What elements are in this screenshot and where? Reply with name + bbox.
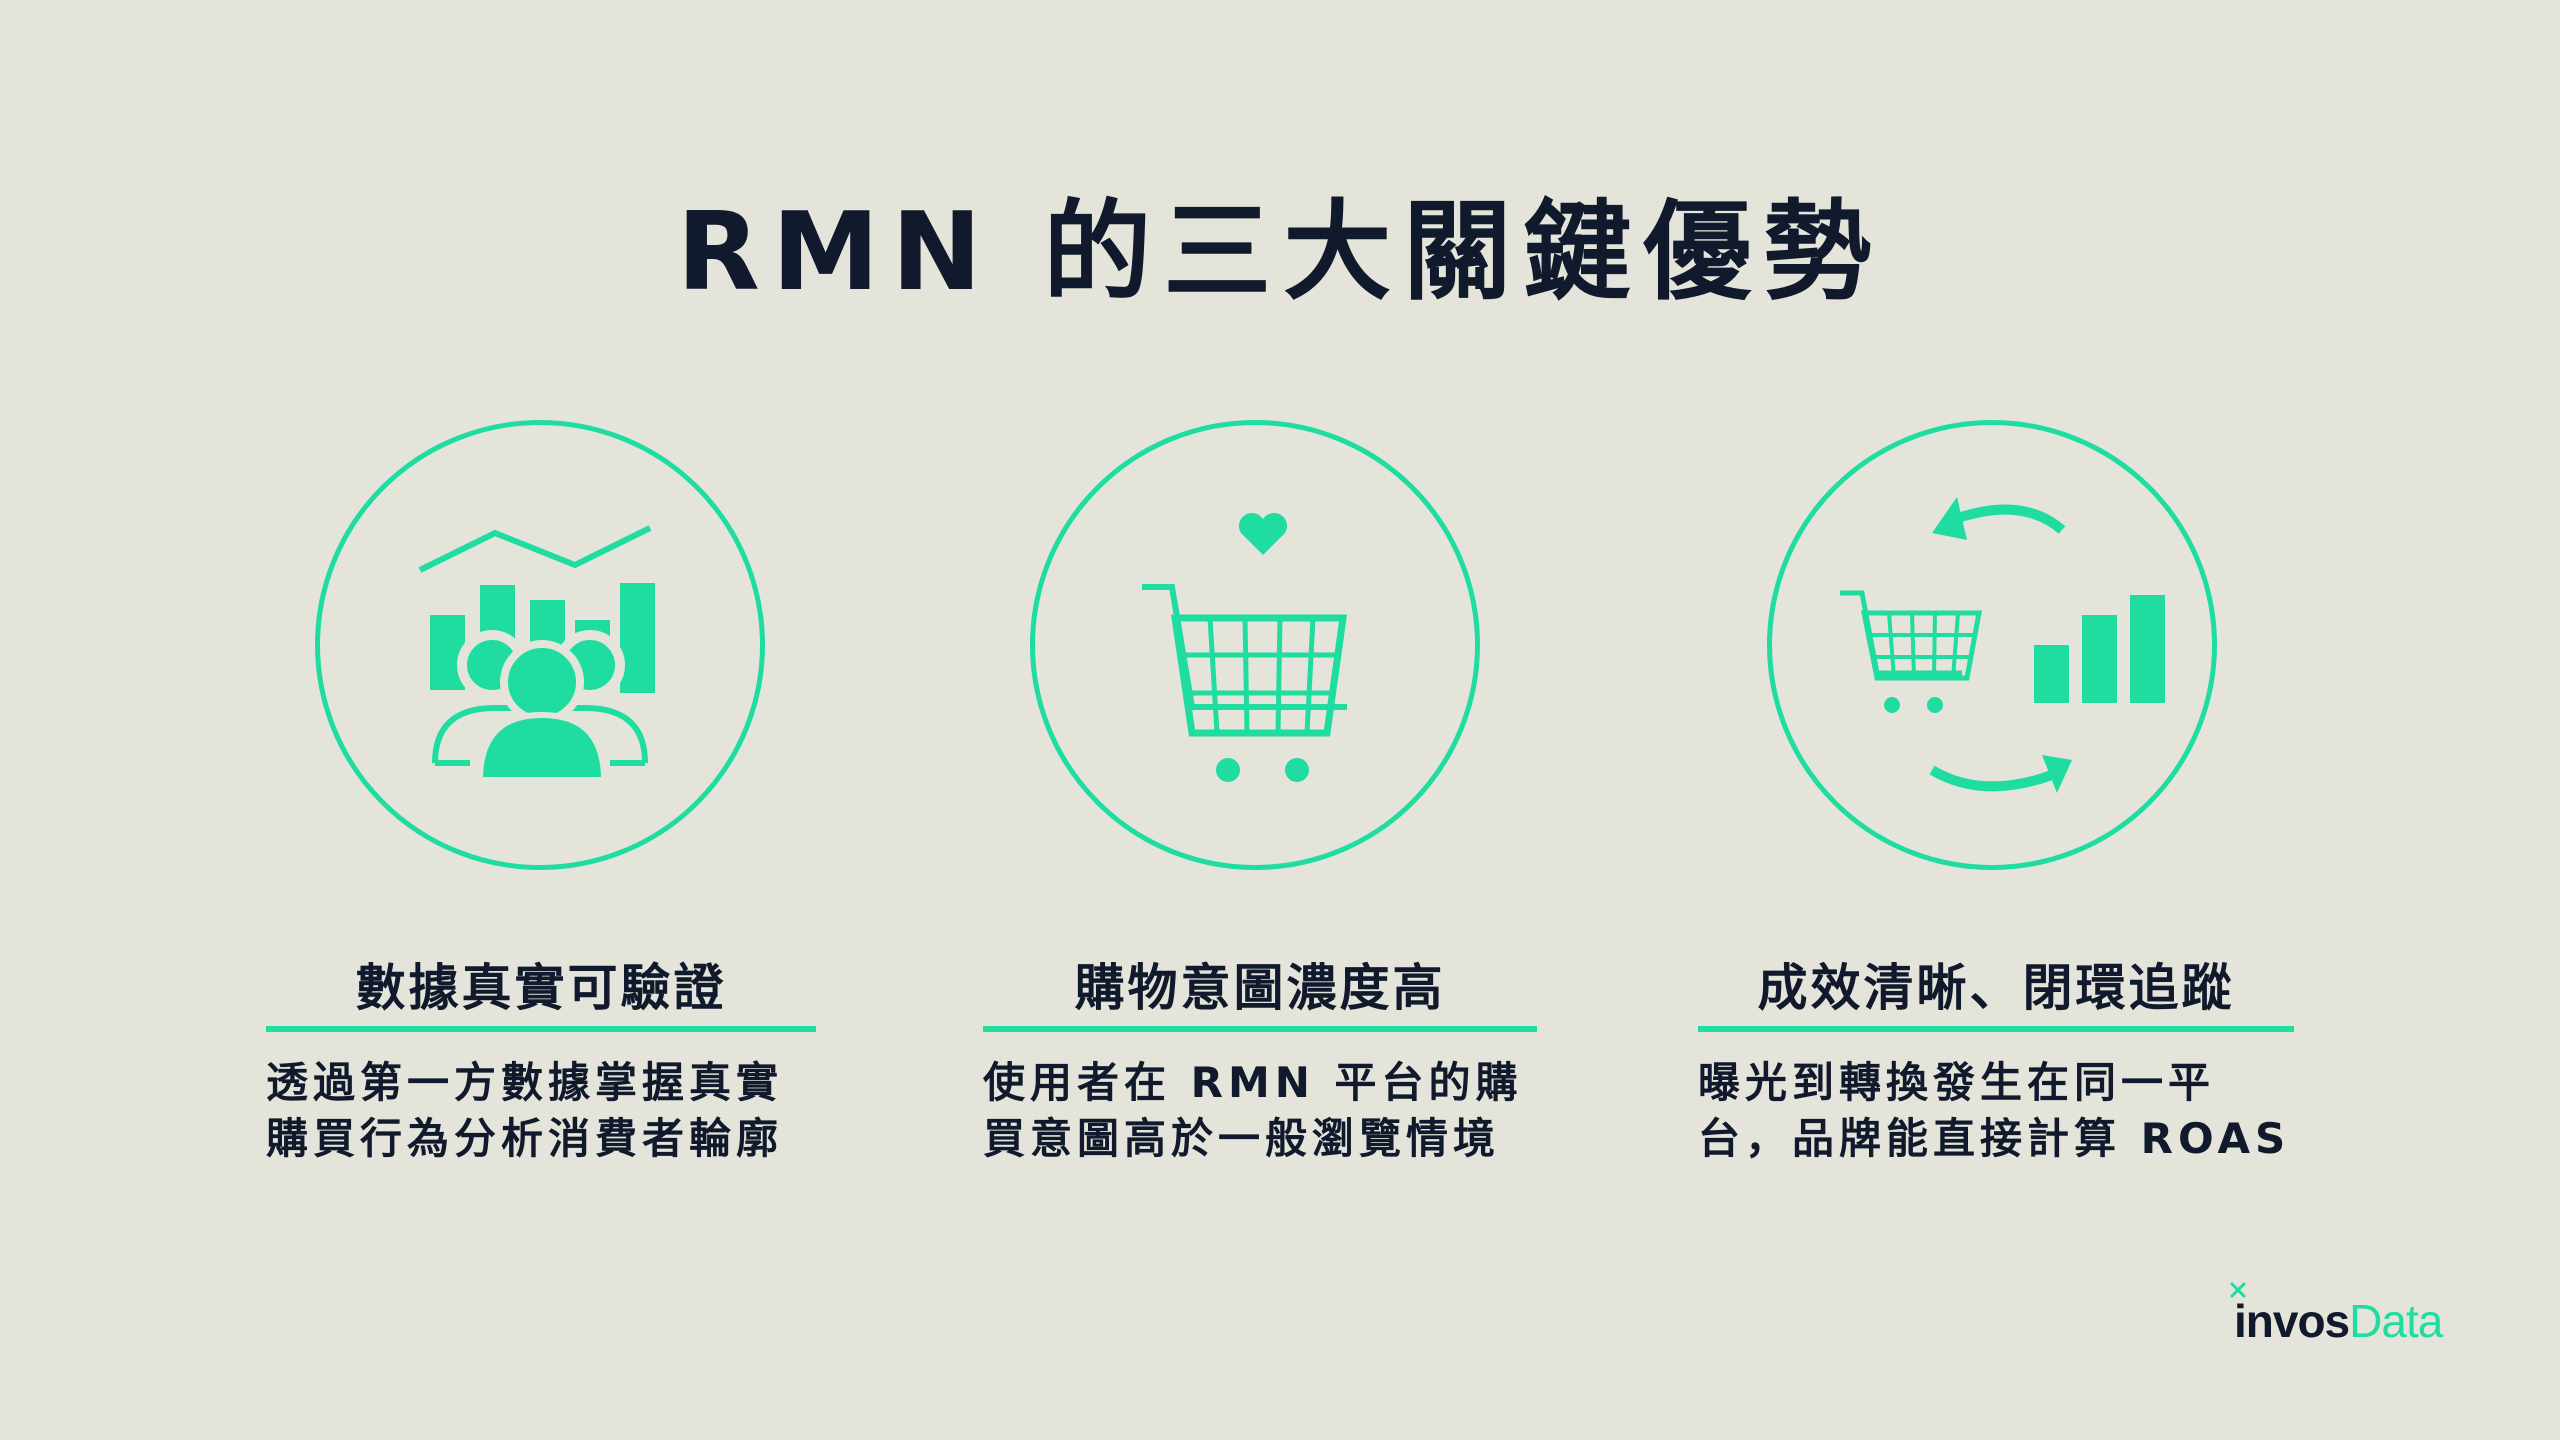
- logo-text-invos: invos: [2234, 1295, 2350, 1347]
- card-description: 曝光到轉換發生在同一平 台，品牌能直接計算 ROAS: [1698, 1055, 2290, 1167]
- heading-underline: [983, 1026, 1537, 1032]
- page-title: RMN 的三大關鍵優勢: [676, 190, 1884, 315]
- card-description: 使用者在 RMN 平台的購 買意圖高於一般瀏覽情境: [983, 1055, 1523, 1167]
- sparkle-icon: [2230, 1282, 2246, 1298]
- heading-underline: [266, 1026, 816, 1032]
- description-line: 使用者在 RMN 平台的購: [983, 1058, 1523, 1107]
- card-description: 透過第一方數據掌握真實 購買行為分析消費者輪廓: [266, 1055, 783, 1167]
- invosdata-logo: invosData: [2230, 1282, 2443, 1347]
- logo-text-data: Data: [2349, 1295, 2443, 1347]
- card-heading: 數據真實可驗證: [355, 959, 727, 1017]
- description-line: 曝光到轉換發生在同一平: [1698, 1058, 2216, 1107]
- card-heading: 購物意圖濃度高: [1074, 959, 1446, 1017]
- card-heading: 成效清晰、閉環追蹤: [1757, 959, 2235, 1017]
- description-line: 透過第一方數據掌握真實: [266, 1058, 784, 1107]
- audience-chart-icon: [315, 420, 765, 870]
- cart-heart-icon: [1030, 420, 1480, 870]
- heading-underline: [1698, 1026, 2294, 1032]
- description-line: 台，品牌能直接計算 ROAS: [1698, 1114, 2291, 1163]
- description-line: 購買行為分析消費者輪廓: [266, 1114, 784, 1163]
- description-line: 買意圖高於一般瀏覽情境: [983, 1114, 1501, 1163]
- cart-cycle-chart-icon: [1767, 420, 2217, 870]
